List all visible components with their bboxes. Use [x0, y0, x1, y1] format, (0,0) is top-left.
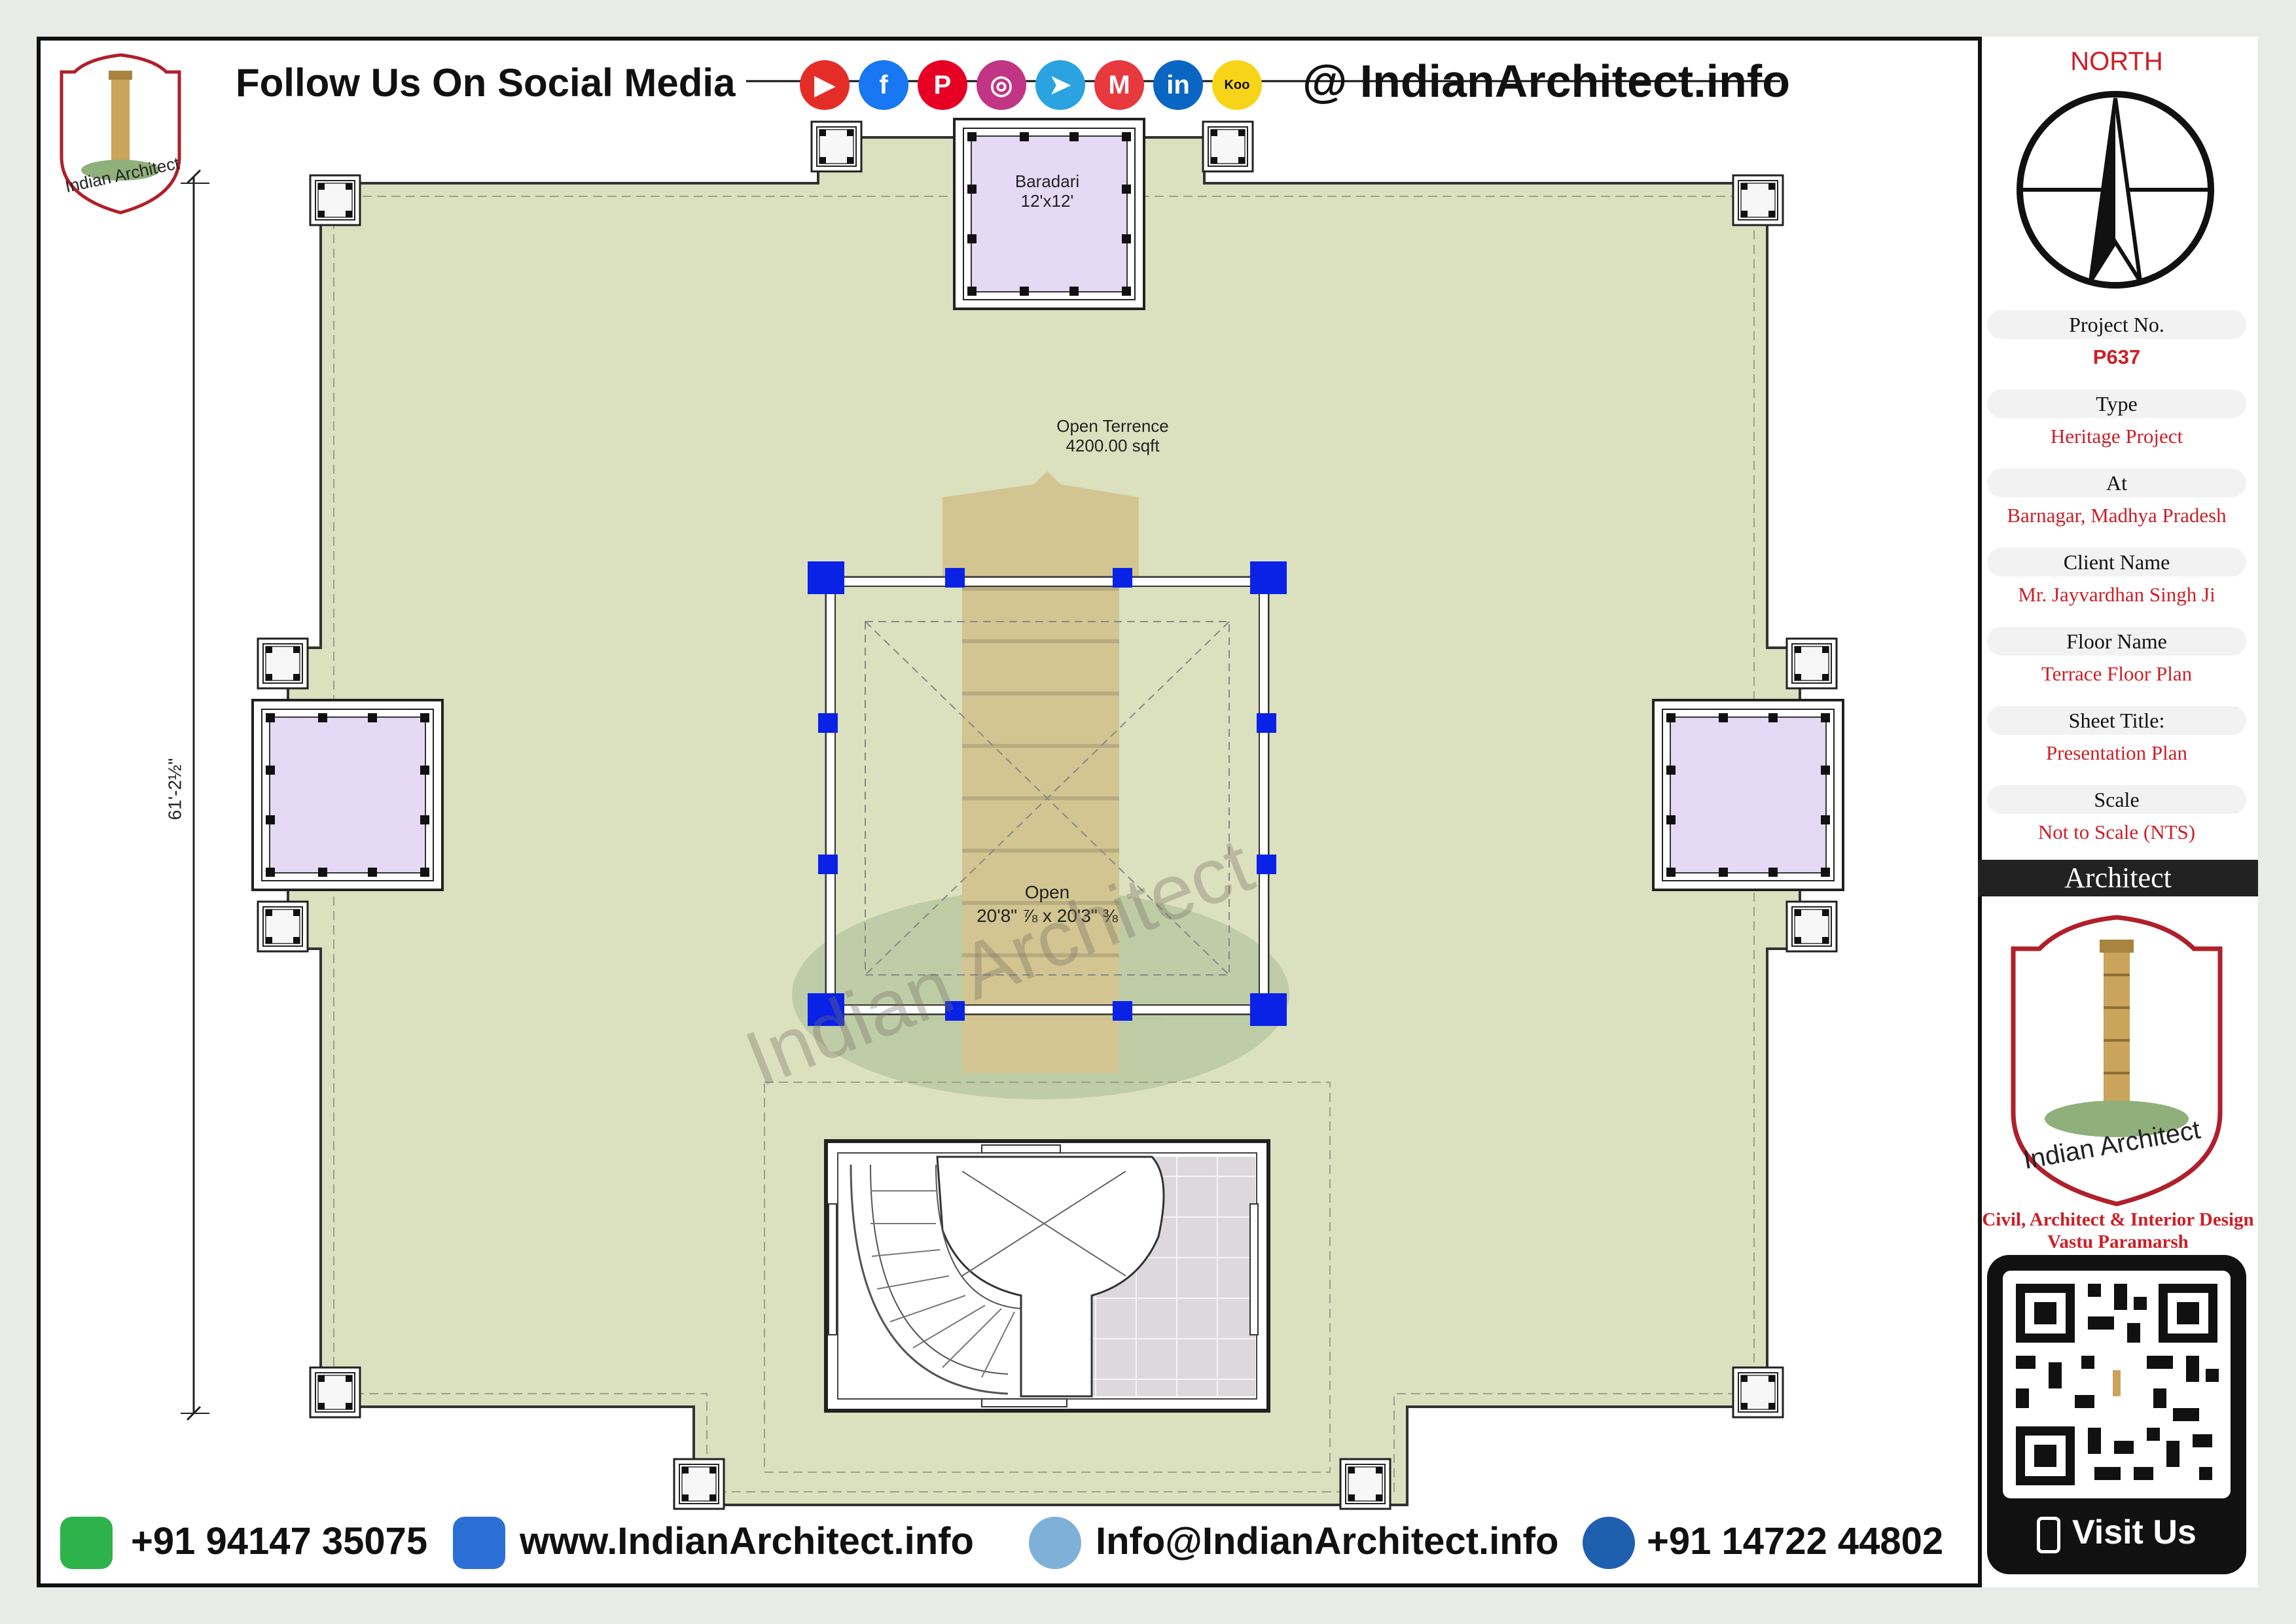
field-value-6: Not to Scale (NTS): [2037, 821, 2196, 843]
open-court: [808, 561, 1287, 1026]
field-label-5: Sheet Title:: [1987, 706, 2246, 735]
whatsapp-icon[interactable]: [60, 1517, 113, 1569]
field-value-3: Mr. Jayvardhan Singh Ji: [2018, 583, 2215, 606]
baradari-name: Baradari: [1014, 171, 1080, 191]
pinterest-icon[interactable]: P: [918, 60, 967, 110]
open-size: 20'8" ⅞ x 20'3" ⅜: [977, 906, 1118, 926]
baradari-size: 12'x12': [1020, 191, 1074, 211]
north-label: NORTH: [2070, 47, 2163, 76]
facebook-icon[interactable]: f: [859, 60, 908, 110]
architect-logo: [1987, 903, 2246, 1210]
field-label-0: Project No.: [1987, 310, 2246, 339]
youtube-icon[interactable]: ▶: [800, 60, 850, 110]
field-value-1: Heritage Project: [2050, 425, 2183, 448]
phone-icon[interactable]: [1583, 1517, 1635, 1569]
terrace-area: 4200.00 sqft: [1066, 436, 1160, 455]
website-handle[interactable]: @ IndianArchitect.info: [1302, 56, 1790, 107]
architect-heading: Architect: [2064, 862, 2172, 894]
services-line-1: Civil, Architect & Interior Design: [1982, 1209, 2254, 1230]
baradari-label: Baradari 12'x12': [982, 171, 1113, 211]
mail-icon[interactable]: [1029, 1517, 1081, 1569]
telegram-icon[interactable]: ➤: [1035, 60, 1085, 110]
vertical-dimension-line: [181, 169, 209, 1421]
north-arrow-icon: [2017, 91, 2214, 289]
mobile-icon: [2037, 1517, 2060, 1553]
field-value-4: Terrace Floor Plan: [2041, 662, 2193, 685]
field-value-2: Barnagar, Madhya Pradesh: [2007, 504, 2227, 527]
field-label-1: Type: [1987, 389, 2246, 418]
linkedin-icon[interactable]: in: [1153, 60, 1203, 110]
baradari-top: [953, 118, 1145, 310]
field-label-3: Client Name: [1987, 548, 2246, 576]
architect-heading-bar: [1978, 860, 2258, 896]
terrace-floor-plan: [181, 80, 1844, 1510]
visit-us-label[interactable]: Visit Us: [2072, 1513, 2197, 1551]
field-label-6: Scale: [1987, 785, 2246, 814]
footer-website[interactable]: www.IndianArchitect.info: [520, 1520, 974, 1562]
terrace-label: Open Terrence 4200.00 sqft: [995, 416, 1230, 455]
field-label-2: At: [1987, 468, 2246, 497]
globe-icon[interactable]: [453, 1517, 505, 1569]
logo-badge: [48, 46, 192, 216]
instagram-icon[interactable]: ◎: [977, 60, 1026, 110]
stair-block: [824, 1139, 1270, 1413]
footer-phone[interactable]: +91 14722 44802: [1647, 1520, 1944, 1562]
follow-heading: Follow Us On Social Media: [236, 61, 736, 105]
footer-email[interactable]: Info@IndianArchitect.info: [1096, 1520, 1559, 1562]
open-label: Open 20'8" ⅞ x 20'3" ⅜: [929, 881, 1165, 928]
baradari-left: [251, 699, 444, 891]
qr-code[interactable]: [2003, 1271, 2231, 1498]
footer-whatsapp[interactable]: +91 94147 35075: [131, 1520, 428, 1562]
field-value-5: Presentation Plan: [2045, 741, 2188, 764]
koo-icon[interactable]: Koo: [1212, 60, 1262, 110]
dimension-text: 61'-2½": [164, 758, 185, 821]
terrace-name: Open Terrence: [1056, 416, 1169, 436]
open-name: Open: [1024, 882, 1070, 902]
moj-icon[interactable]: M: [1094, 60, 1144, 110]
field-value-0: P637: [2092, 345, 2141, 368]
services-line-2: Vastu Paramarsh: [2047, 1231, 2189, 1252]
baradari-right: [1652, 699, 1844, 891]
field-label-4: Floor Name: [1987, 627, 2246, 656]
